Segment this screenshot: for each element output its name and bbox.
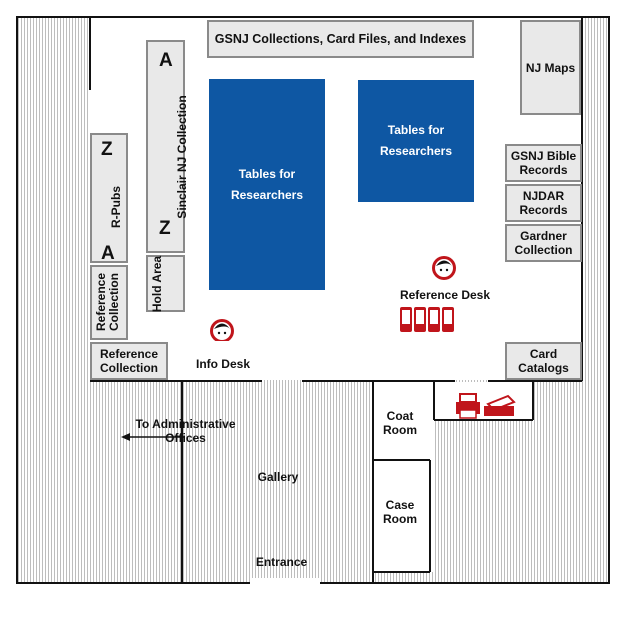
staff-person-icon [210,319,234,345]
sinclair-nj-collection-label: Sinclair NJ Collection [175,95,189,219]
reference-desk-label: Reference Desk [399,288,491,302]
reference-collection-bottom-area: Reference Collection [90,342,168,380]
sinclair-end-letter: Z [159,218,171,239]
r-pubs-label: R-Pubs [109,186,123,228]
printer-icon [456,393,480,419]
r-pubs-start-letter: Z [101,139,113,160]
tables-left-label: Tables for Researchers [230,166,304,202]
coat-room-label: Coat Room [383,409,417,437]
sinclair-nj-collection-shelf [146,40,185,253]
njdar-records-area: NJDAR Records [505,184,582,222]
tables-for-researchers-left: Tables for Researchers [209,79,325,290]
card-catalogs-label: Card Catalogs [518,347,569,375]
info-desk-label: Info Desk [195,357,250,371]
hold-area [146,255,185,312]
scanner-icon [484,394,516,416]
arrow-icon [121,433,185,441]
r-pubs-shelf [90,133,128,263]
nj-maps-area: NJ Maps [520,20,581,115]
case-room-label: Case Room [383,498,417,526]
gallery-label: Gallery [257,470,299,484]
gsnj-bible-records-label: GSNJ Bible Records [510,149,577,177]
entrance-label: Entrance [255,555,308,569]
gsnj-collections-area: GSNJ Collections, Card Files, and Indexe… [207,20,474,58]
nj-maps-label: NJ Maps [525,60,576,75]
njdar-records-label: NJDAR Records [519,189,568,217]
tables-right-label: Tables for Researchers [379,123,453,158]
gsnj-bible-records-area: GSNJ Bible Records [505,144,582,182]
tables-for-researchers-right: Tables for Researchers [358,80,474,202]
r-pubs-end-letter: A [101,243,115,264]
reference-collection-vertical-label: Reference Collection [94,272,121,332]
gardner-collection-label: Gardner Collection [514,229,573,257]
reference-collection-bottom-label: Reference Collection [99,347,159,375]
hold-area-label: Hold Area [150,255,164,313]
sinclair-start-letter: A [159,50,173,71]
staff-person-icon [432,256,456,280]
to-administrative-offices-label: To Administrative Offices [135,417,236,445]
gardner-collection-area: Gardner Collection [505,224,582,262]
gsnj-collections-label: GSNJ Collections, Card Files, and Indexe… [214,32,467,46]
card-catalogs-area: Card Catalogs [505,342,582,380]
reference-collection-vertical-shelf [90,265,128,340]
